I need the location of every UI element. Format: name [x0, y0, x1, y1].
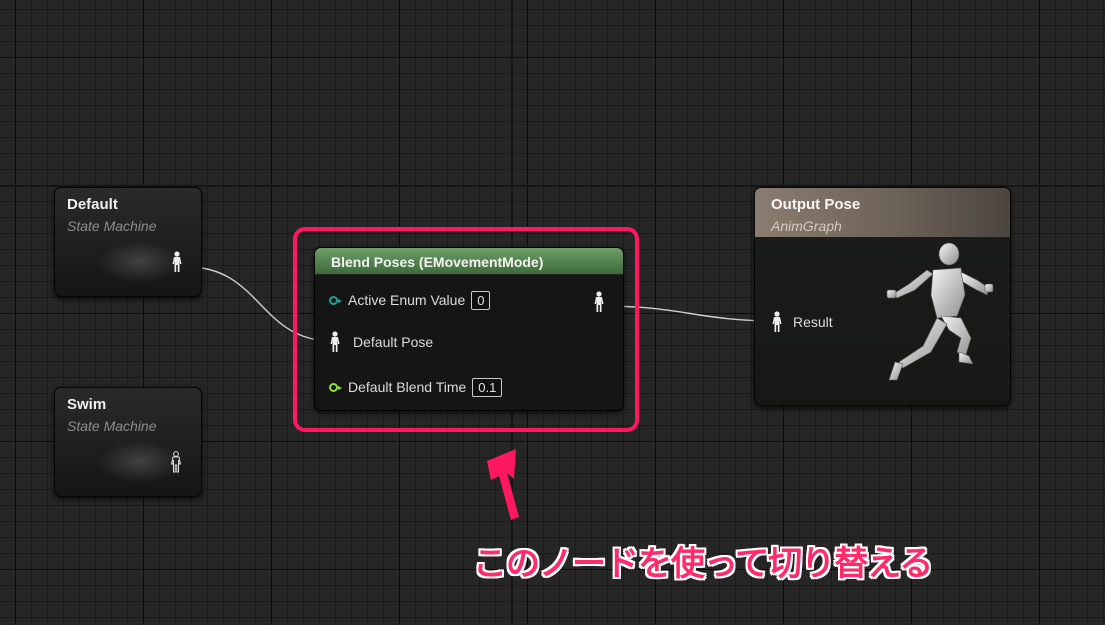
default-blend-time-field[interactable]: 0.1 — [472, 377, 503, 397]
node-subtitle: AnimGraph — [771, 218, 842, 234]
mannequin-pose-icon[interactable] — [329, 331, 341, 353]
state-machine-node-swim[interactable]: Swim State Machine — [54, 387, 202, 497]
node-title: Blend Poses (EMovementMode) — [331, 254, 544, 270]
node-subtitle: State Machine — [67, 218, 157, 234]
node-title: Output Pose — [771, 196, 861, 213]
mannequin-pose-icon[interactable] — [593, 291, 605, 313]
wire-blend-to-output — [603, 305, 777, 322]
enum-pin-icon[interactable] — [329, 295, 342, 305]
node-title: Swim — [67, 396, 107, 413]
pin-label: Result — [793, 314, 833, 330]
mannequin-pose-icon[interactable] — [170, 451, 182, 473]
blend-poses-node[interactable]: Blend Poses (EMovementMode) Active Enum … — [314, 247, 624, 411]
pin-label: Default Pose — [353, 334, 434, 350]
node-header: Blend Poses (EMovementMode) — [315, 248, 623, 275]
highlight-frame — [293, 227, 639, 432]
active-enum-value-pin[interactable]: Active Enum Value 0 — [329, 289, 491, 311]
active-enum-value-field[interactable]: 0 — [471, 290, 491, 310]
node-title: Default — [67, 196, 118, 213]
node-subtitle: State Machine — [67, 418, 157, 434]
running-mannequin-icon — [886, 242, 994, 381]
float-pin-icon[interactable] — [329, 382, 342, 392]
mannequin-pose-icon[interactable] — [171, 251, 183, 273]
annotation-caption: このノードを使って切り替える — [473, 545, 933, 583]
node-header: Output Pose AnimGraph — [755, 188, 1010, 237]
state-machine-node-default[interactable]: Default State Machine — [54, 187, 202, 297]
default-blend-time-pin[interactable]: Default Blend Time 0.1 — [329, 376, 503, 398]
result-pin[interactable]: Result — [771, 311, 833, 333]
wire-default-to-blend — [187, 266, 333, 342]
pin-label: Active Enum Value — [348, 292, 466, 308]
pin-label: Default Blend Time — [348, 379, 467, 395]
up-arrow-icon — [487, 449, 519, 520]
output-pose-node[interactable]: Output Pose AnimGraph Result — [754, 187, 1011, 406]
mannequin-pose-icon[interactable] — [771, 311, 783, 333]
default-pose-pin[interactable]: Default Pose — [329, 331, 433, 353]
